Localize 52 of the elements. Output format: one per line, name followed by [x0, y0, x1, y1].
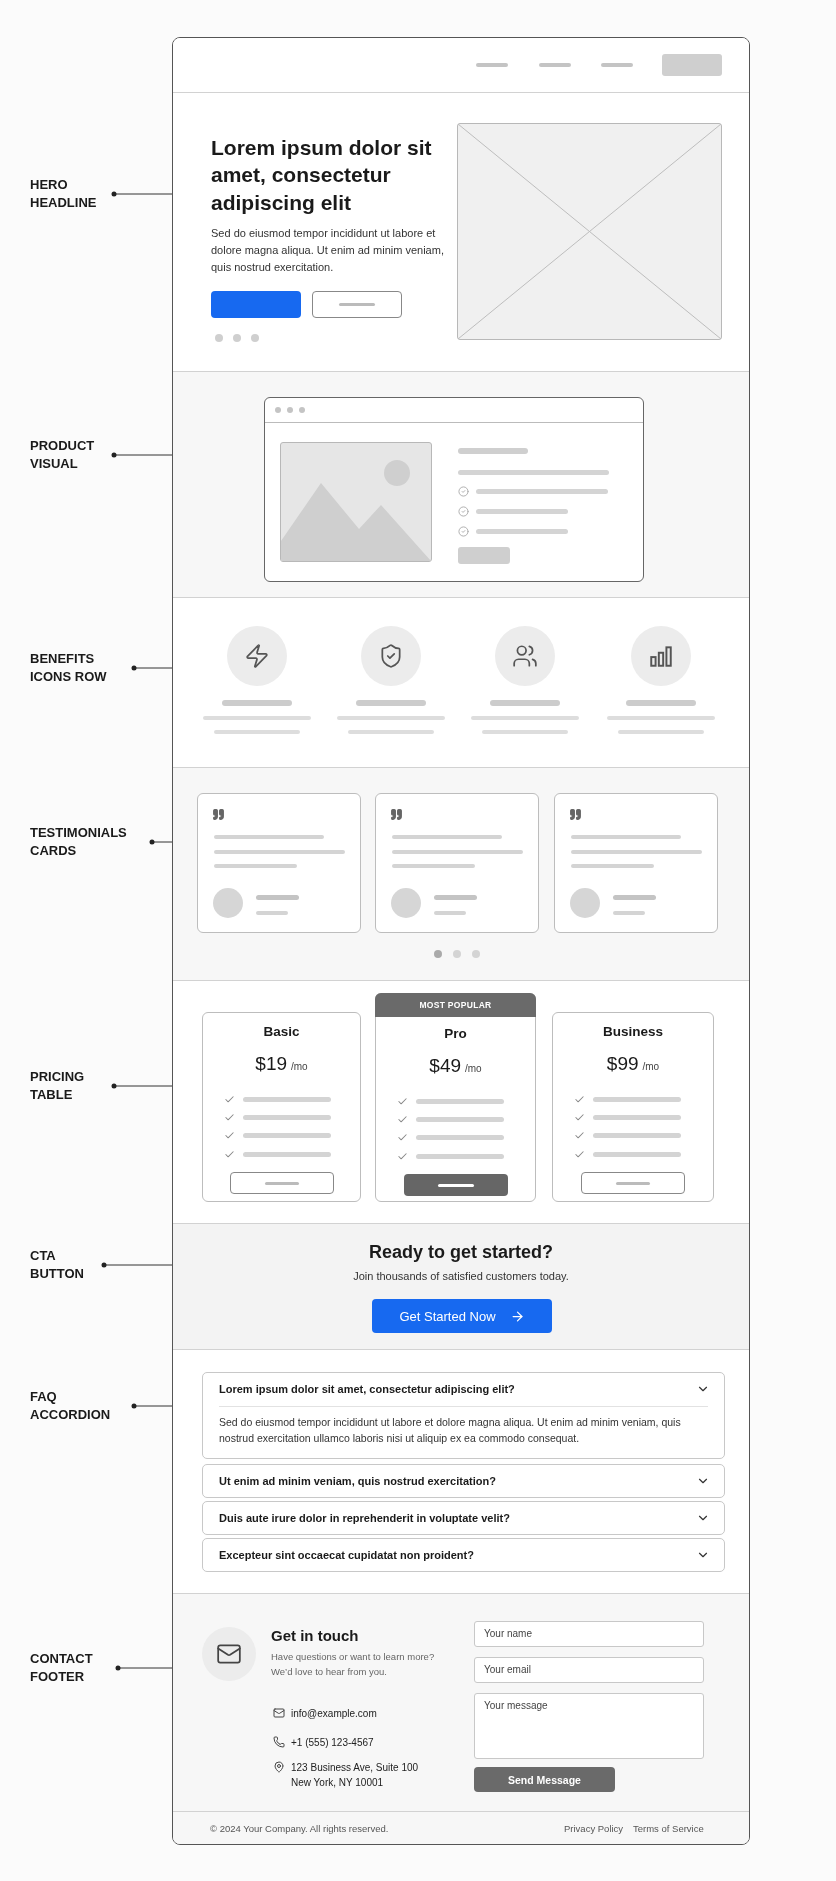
- faq-question: Lorem ipsum dolor sit amet, consectetur adipiscing elit?: [219, 1382, 515, 1397]
- plan-price: $19: [255, 1053, 287, 1075]
- page-section: [173, 1223, 749, 1349]
- contact-heading: Get in touch: [271, 1626, 359, 1646]
- plan-name: Basic: [263, 1023, 300, 1041]
- contact-description: Have questions or want to learn more? We’d love to hear from you.: [271, 1650, 436, 1679]
- send-button: Send Message: [474, 1767, 615, 1792]
- annotation-label: CONTACT FOOTER: [30, 1650, 114, 1686]
- annotation-label: PRICING TABLE: [30, 1068, 110, 1104]
- plan-name: Pro: [444, 1025, 467, 1043]
- faq-answer: Sed do eiusmod tempor incididunt ut labore et dolore magna aliqua. Ut enim ad minim veniam, quis nostrud exercitation ullamco laboris nisi ut aliquip ex ea commodo consequat.: [219, 1415, 682, 1447]
- message-field: Your message: [474, 1693, 704, 1759]
- page-section: [173, 371, 749, 597]
- leader-line: [101, 1262, 173, 1268]
- annotation-label: FAQ ACCORDION: [30, 1388, 130, 1424]
- annotation-label: TESTIMONIALS CARDS: [30, 824, 148, 860]
- cta-button: Get Started Now: [372, 1299, 552, 1333]
- hero-description: Sed do eiusmod tempor incididunt ut labore et dolore magna aliqua. Ut enim ad minim veniam, quis nostrud exercitation.: [211, 226, 445, 276]
- email-field: Your email: [474, 1657, 704, 1683]
- annotation-label: BENEFITS ICONS ROW: [30, 650, 130, 686]
- leader-line: [115, 1665, 173, 1671]
- page-section: [173, 1593, 749, 1811]
- leader-line: [111, 452, 173, 458]
- annotation-label: HERO HEADLINE: [30, 176, 110, 212]
- footer-link: Privacy Policy: [564, 1823, 624, 1834]
- contact-detail: +1 (555) 123-4567: [291, 1736, 374, 1750]
- name-field: Your name: [474, 1621, 704, 1647]
- hero-headline: Lorem ipsum dolor sit amet, consectetur adipiscing elit: [211, 135, 433, 216]
- footer-link: Terms of Service: [633, 1823, 704, 1834]
- price-period: /mo: [465, 1063, 482, 1074]
- contact-detail: info@example.com: [291, 1707, 377, 1721]
- plan-name: Business: [603, 1023, 663, 1041]
- price-period: /mo: [291, 1061, 308, 1072]
- leader-line: [111, 1083, 173, 1089]
- price-period: /mo: [642, 1061, 660, 1072]
- popular-badge: MOST POPULAR: [375, 993, 536, 1017]
- copyright-text: © 2024 Your Company. All rights reserved.: [210, 1823, 389, 1834]
- faq-question: Duis aute irure dolor in reprehenderit in voluptate velit?: [219, 1511, 510, 1526]
- page-section: [173, 767, 749, 980]
- plan-price: $99: [606, 1053, 639, 1075]
- cta-subtitle: Join thousands of satisfied customers today.: [353, 1269, 569, 1284]
- leader-line: [111, 191, 173, 197]
- annotation-label: CTA BUTTON: [30, 1247, 100, 1283]
- faq-question: Ut enim ad minim veniam, quis nostrud exercitation?: [219, 1474, 496, 1489]
- leader-line: [131, 1403, 173, 1409]
- plan-price: $49: [429, 1055, 461, 1077]
- leader-line: [149, 839, 173, 845]
- faq-question: Excepteur sint occaecat cupidatat non proident?: [219, 1548, 474, 1563]
- cta-heading: Ready to get started?: [368, 1241, 553, 1264]
- contact-detail: 123 Business Ave, Suite 100 New York, NY 10001: [291, 1761, 420, 1790]
- annotation-label: PRODUCT VISUAL: [30, 437, 110, 473]
- leader-line: [131, 665, 173, 671]
